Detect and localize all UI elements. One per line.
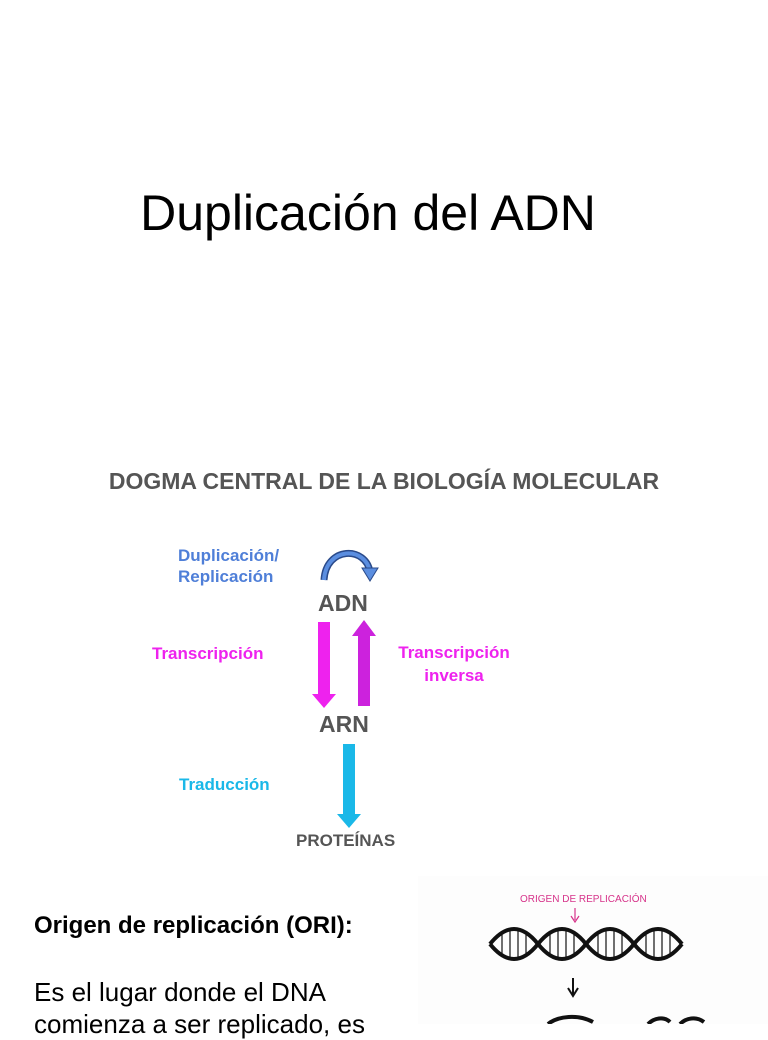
transcription-label: Transcripción: [152, 644, 264, 663]
reverse-transcription-label: Transcripción inversa: [380, 641, 528, 687]
duplication-label-line1: Duplicación/: [178, 546, 280, 565]
dna-helix-drawing: ORIGEN DE REPLICACIÓN: [488, 892, 706, 1026]
slide-title: Duplicación del ADN: [140, 185, 596, 241]
translation-label: Traducción: [179, 775, 270, 794]
duplication-arrow: [320, 549, 379, 582]
reverse-transcription-line2: inversa: [424, 666, 484, 685]
proteins-node: PROTEÍNAS: [296, 831, 396, 850]
ori-image-caption: ORIGEN DE REPLICACIÓN: [520, 892, 647, 905]
reverse-transcription-arrow: [352, 620, 376, 706]
transcription-arrow: [312, 622, 336, 708]
duplication-label-line2: Replicación: [178, 567, 274, 586]
ori-illustration: ORIGEN DE REPLICACIÓN: [418, 876, 768, 1026]
ori-description: Es el lugar donde el DNA comienza a ser …: [34, 977, 365, 1039]
reverse-transcription-line1: Transcripción: [398, 643, 510, 662]
translation-arrow: [337, 744, 361, 828]
adn-node: ADN: [318, 590, 368, 616]
arn-node: ARN: [319, 711, 369, 737]
dogma-heading: DOGMA CENTRAL DE LA BIOLOGÍA MOLECULAR: [108, 468, 660, 494]
ori-heading: Origen de replicación (ORI):: [34, 912, 353, 939]
duplication-label: Duplicación/ Replicación: [178, 545, 279, 587]
